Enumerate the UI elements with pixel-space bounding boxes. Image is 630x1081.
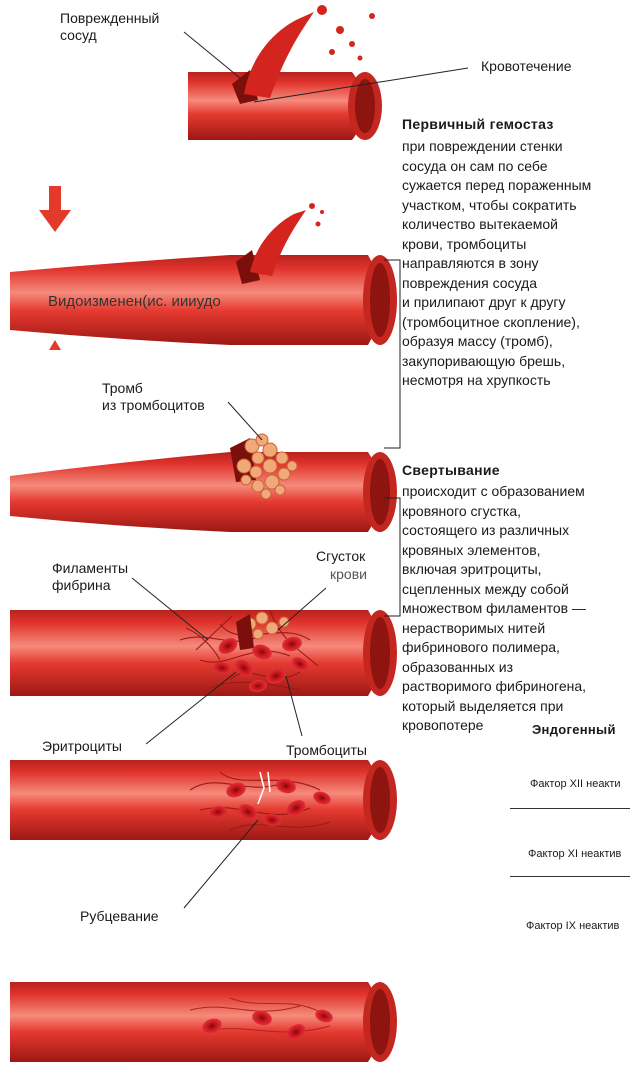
- vessel-scarring: [10, 760, 397, 840]
- label-erythrocytes: Эритроциты: [42, 738, 122, 755]
- coagulation-title: Свертывание: [402, 462, 500, 478]
- primary-hemostasis-title: Первичный гемостаз: [402, 116, 554, 132]
- vessel-platelet-plug: [10, 434, 397, 532]
- factor-xii: Фактор XII неакти: [530, 778, 621, 790]
- label-platelet-plug: Тромб из тромбоцитов: [102, 380, 205, 414]
- damaged-vessel-pointer: [184, 32, 240, 78]
- label-platelets: Тромбоциты: [286, 742, 367, 759]
- label-bleeding: Кровотечение: [481, 58, 571, 75]
- label-scarring: Рубцевание: [80, 908, 159, 925]
- primary-hemostasis-text: при повреждении стенки сосуда он сам по …: [402, 137, 591, 391]
- factor-divider: [510, 808, 630, 809]
- factor-ix: Фактор IX неактив: [526, 920, 619, 932]
- coagulation-text: происходит с образованием кровяного сгус…: [402, 482, 586, 736]
- label-blood-clot: Сгусток: [316, 548, 365, 565]
- vessel-healed: [10, 982, 397, 1062]
- label-damaged-vessel: Поврежденный сосуд: [60, 10, 159, 44]
- vessel-damaged: [188, 5, 382, 140]
- vessel-constricted: [10, 186, 397, 350]
- factor-xi: Фактор XI неактив: [528, 848, 621, 860]
- label-fibrin-filaments: Филаменты фибрина: [52, 560, 128, 594]
- label-vasoconstriction-overlay: Видоизменен(ис. иииудо: [48, 293, 221, 310]
- endogenous-title: Эндогенный: [532, 722, 616, 737]
- constriction-arrow-icon: [39, 186, 71, 232]
- vessel-blood-clot: [10, 610, 397, 696]
- constriction-arrow-up-icon: [49, 340, 61, 350]
- label-blood-clot-line2: крови: [330, 566, 367, 583]
- factor-divider: [510, 876, 630, 877]
